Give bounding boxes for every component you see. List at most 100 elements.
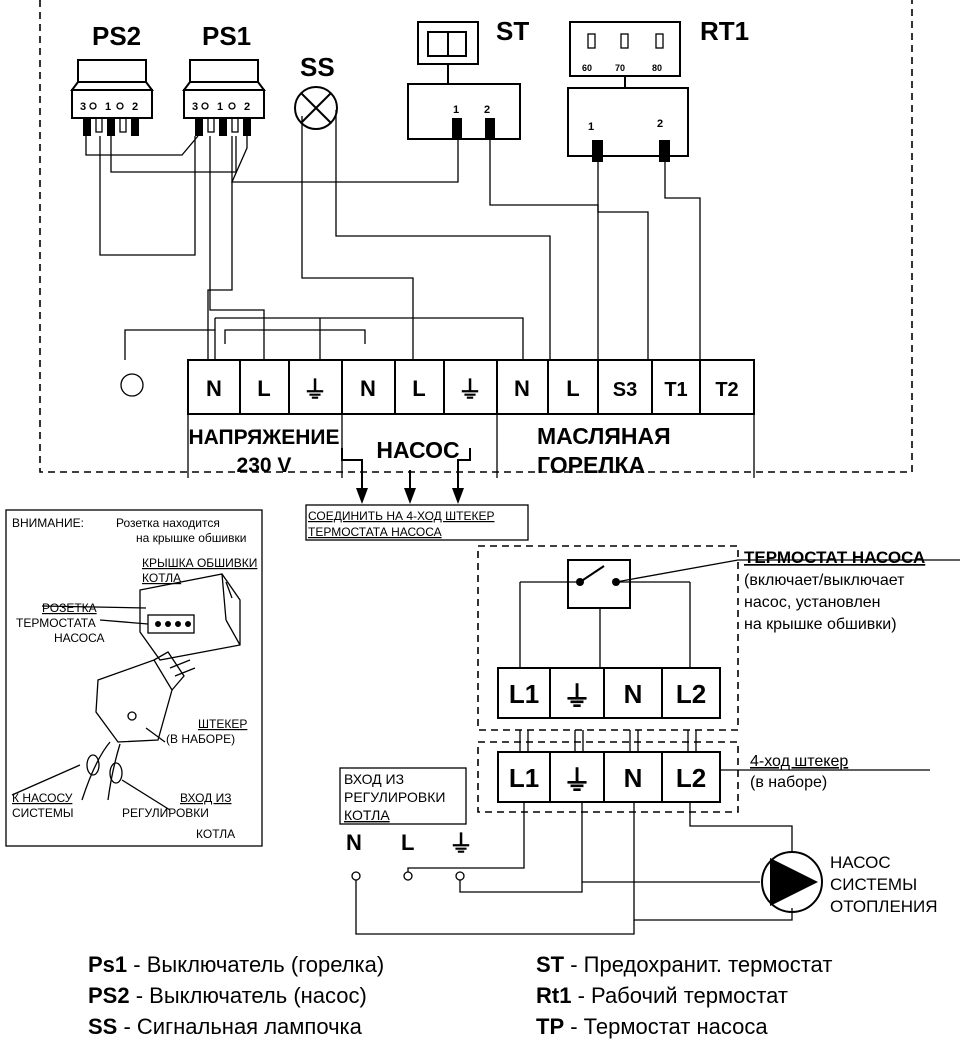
svg-text:1: 1 [217, 101, 223, 113]
plug4-label: 4-ход штекер [750, 753, 848, 770]
svg-text:(В НАБОРЕ): (В НАБОРЕ) [166, 732, 235, 746]
svg-text:ВХОД ИЗ: ВХОД ИЗ [344, 771, 404, 787]
thermostat-switch [567, 559, 631, 609]
terminal-n1: N [206, 376, 222, 401]
svg-text:L1: L1 [509, 679, 539, 709]
warning-panel: ВНИМАНИЕ: Розетка находится на крышке об… [5, 509, 263, 847]
input-l: L [401, 830, 414, 855]
pump-label-1: НАСОС [830, 853, 891, 872]
svg-text:L2: L2 [676, 679, 706, 709]
pump-wiring [355, 802, 793, 935]
pump-label-3: ОТОПЛЕНИЯ [830, 897, 938, 916]
legend-ps1: Ps1 - Выключатель (горелка) [88, 952, 385, 977]
svg-text:N: N [624, 763, 643, 793]
svg-text:на крышке обшивки: на крышке обшивки [136, 531, 246, 545]
svg-text:1: 1 [453, 104, 459, 116]
connect-arrows [341, 448, 471, 504]
terminal-l3: L [566, 376, 579, 401]
svg-text:КОТЛА: КОТЛА [196, 827, 235, 841]
terminal-ground1: ⏚ [303, 377, 327, 404]
legend-rt1: Rt1 - Рабочий термостат [536, 983, 789, 1008]
svg-text:Розетка находится: Розетка находится [116, 516, 220, 530]
pump-group-label: НАСОС [376, 437, 459, 463]
connect-note-line1: СОЕДИНИТЬ НА 4-ХОД ШТЕКЕР [308, 509, 494, 523]
terminal-n2: N [360, 376, 376, 401]
st-thermostat: 1 2 [407, 21, 521, 140]
connect-note-line2: ТЕРМОСТАТА НАСОСА [308, 525, 442, 539]
st-label: ST [496, 16, 529, 46]
svg-text:НАСОСА: НАСОСА [54, 631, 105, 645]
terminal-l2: L [412, 376, 425, 401]
svg-text:70: 70 [615, 63, 625, 73]
svg-text:(включает/выключает: (включает/выключает [744, 572, 905, 589]
svg-text:ТЕРМОСТАТА: ТЕРМОСТАТА [16, 616, 96, 630]
svg-text:2: 2 [657, 118, 663, 130]
svg-text:КОТЛА: КОТЛА [344, 807, 390, 823]
burner-label-1: МАСЛЯНАЯ [537, 423, 671, 449]
svg-text:⏚: ⏚ [563, 681, 591, 712]
legend-ss: SS - Сигнальная лампочка [88, 1014, 362, 1039]
rt1-label: RT1 [700, 16, 749, 46]
svg-text:L1: L1 [509, 763, 539, 793]
svg-text:РЕГУЛИРОВКИ: РЕГУЛИРОВКИ [122, 806, 209, 820]
svg-text:3: 3 [80, 101, 86, 113]
rt1-thermostat: 60 70 80 1 2 [567, 21, 689, 162]
svg-text:ВХОД ИЗ: ВХОД ИЗ [180, 791, 232, 805]
terminal-n3: N [514, 376, 530, 401]
svg-text:⏚: ⏚ [563, 765, 591, 796]
plug4-enclosure [477, 741, 739, 813]
terminal-s3: S3 [613, 379, 637, 401]
ps1-label: PS1 [202, 21, 251, 51]
ps2-switch: 3 1 2 [70, 59, 154, 136]
terminal-ground2: ⏚ [458, 377, 482, 404]
svg-text:2: 2 [244, 101, 250, 113]
terminal-strip: N L ⏚ N L ⏚ N L S3 T1 T2 [187, 359, 755, 478]
thermostat-terminals: L1 ⏚ N L2 [497, 667, 721, 719]
terminal-t2: T2 [715, 379, 738, 401]
svg-text:3: 3 [192, 101, 198, 113]
voltage-value: 230 V [237, 454, 292, 477]
svg-text:на крышке обшивки): на крышке обшивки) [744, 616, 897, 633]
legend-st: ST - Предохранит. термостат [536, 952, 833, 977]
ps2-label: PS2 [92, 21, 141, 51]
svg-text:1: 1 [105, 101, 111, 113]
ground-terminal [120, 373, 144, 397]
plug4-terminals: L1 ⏚ N L2 [497, 751, 721, 803]
thermostat-enclosure [477, 545, 739, 731]
top-wiring [85, 110, 701, 397]
svg-text:РЕГУЛИРОВКИ: РЕГУЛИРОВКИ [344, 789, 445, 805]
svg-text:2: 2 [132, 101, 138, 113]
thermostat-title: ТЕРМОСТАТ НАСОСА [744, 548, 925, 567]
svg-text:N: N [624, 679, 643, 709]
legend-ps2: PS2 - Выключатель (насос) [88, 983, 367, 1008]
svg-text:L2: L2 [676, 763, 706, 793]
ss-label: SS [300, 52, 335, 82]
burner-label-2: ГОРЕЛКА [537, 452, 645, 478]
ps1-switch: 3 1 2 [182, 59, 266, 136]
signal-lamp [294, 86, 338, 130]
plug4-label-2: (в наборе) [750, 774, 827, 791]
voltage-label: НАПРЯЖЕНИЕ [189, 426, 340, 449]
svg-text:КОТЛА: КОТЛА [142, 571, 181, 585]
terminal-l1: L [257, 376, 270, 401]
input-box [339, 767, 467, 825]
svg-text:1: 1 [588, 121, 594, 133]
svg-text:60: 60 [582, 63, 592, 73]
connect-note-box [305, 504, 529, 541]
svg-text:80: 80 [652, 63, 662, 73]
input-n: N [346, 830, 362, 855]
svg-text:СИСТЕМЫ: СИСТЕМЫ [12, 806, 74, 820]
warning-title: ВНИМАНИЕ: [12, 516, 84, 530]
pump-symbol [761, 851, 823, 913]
legend-tp: TP - Термостат насоса [536, 1014, 768, 1039]
terminal-t1: T1 [664, 379, 687, 401]
svg-text:ШТЕКЕР: ШТЕКЕР [198, 717, 247, 731]
input-ground: ⏚ [449, 831, 473, 858]
svg-text:2: 2 [484, 104, 490, 116]
svg-text:К НАСОСУ: К НАСОСУ [12, 791, 73, 805]
svg-text:КРЫШКА ОБШИВКИ: КРЫШКА ОБШИВКИ [142, 556, 257, 570]
svg-text:насос, установлен: насос, установлен [744, 594, 881, 611]
pump-label-2: СИСТЕМЫ [830, 875, 917, 894]
